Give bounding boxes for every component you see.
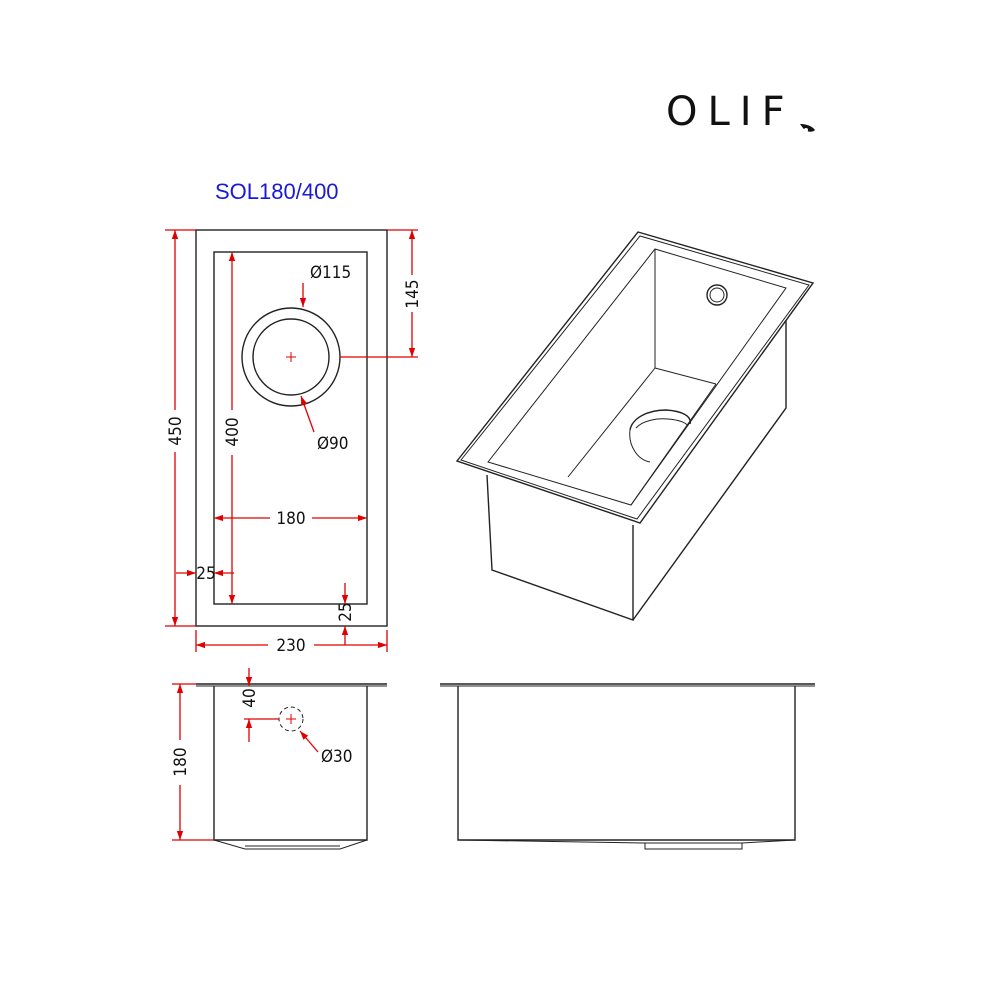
iso-rim-outer	[455, 231, 815, 524]
drain-inner-circle	[252, 318, 330, 396]
model-name: SOL180/400	[215, 179, 339, 204]
dim-inner-length: 400	[223, 252, 243, 604]
front-drain-stub	[644, 843, 743, 850]
iso-body-side	[632, 320, 787, 621]
dim-overflow-offset-label: 40	[240, 688, 260, 707]
logo-dot-icon	[804, 128, 808, 132]
iso-floor-edge	[654, 367, 717, 385]
dim-drain-inner-diameter: Ø90	[300, 395, 349, 454]
drain-center-mark	[286, 352, 296, 362]
dim-depth: 180	[171, 683, 214, 841]
iso-rim-inner	[487, 248, 787, 506]
dim-overflow-diameter: Ø30	[299, 730, 353, 767]
dim-outer-length: 450	[165, 229, 196, 627]
iso-inner-corner	[567, 249, 656, 478]
dim-outer-length-label: 450	[166, 416, 186, 445]
dim-depth-label: 180	[171, 747, 191, 776]
iso-body-front	[486, 474, 634, 621]
dim-inner-width-label: 180	[276, 509, 305, 529]
top-view	[195, 229, 388, 627]
dim-rim-bottom-label: 25	[336, 602, 356, 621]
iso-overflow-hole	[706, 284, 728, 306]
dim-rim-side-label: 25	[196, 564, 215, 584]
outer-rim-outline	[195, 229, 388, 627]
brand-logo: OLIF	[666, 89, 815, 135]
inner-basin-outline	[213, 251, 368, 605]
dim-inner-length-label: 400	[223, 417, 243, 446]
dim-drain-inner-diameter-label: Ø90	[317, 434, 349, 454]
logo-text: OLIF	[666, 89, 795, 135]
dim-drain-offset-label: 145	[403, 279, 423, 308]
isometric-view	[455, 231, 815, 621]
basin-side-outline	[213, 686, 368, 841]
side-view-end	[196, 683, 387, 850]
iso-drain-inner	[635, 418, 689, 429]
front-basin-outline	[457, 686, 796, 841]
iso-rim-outer-edge	[460, 235, 810, 520]
basin-bottom-outline	[213, 839, 368, 850]
dim-outer-width: 230	[195, 630, 388, 656]
overflow-center-mark	[286, 714, 296, 724]
logo-drop-icon	[800, 124, 815, 132]
dim-rim-side: 25	[176, 564, 234, 584]
front-bottom-outline	[457, 839, 796, 844]
dim-overflow-offset: 40	[240, 668, 279, 742]
iso-drain-hole	[629, 409, 691, 431]
dim-drain-outer-diameter: Ø115	[299, 263, 351, 307]
dim-rim-bottom: 25	[336, 583, 356, 645]
dim-drain-offset: 145	[340, 229, 423, 358]
front-view	[440, 683, 815, 850]
dim-overflow-diameter-label: Ø30	[321, 747, 353, 767]
dim-inner-width: 180	[214, 509, 367, 529]
iso-drain-rim	[629, 429, 651, 463]
iso-floor-front	[630, 383, 717, 506]
dim-drain-outer-diameter-label: Ø115	[310, 263, 351, 283]
dim-outer-width-label: 230	[276, 636, 305, 656]
